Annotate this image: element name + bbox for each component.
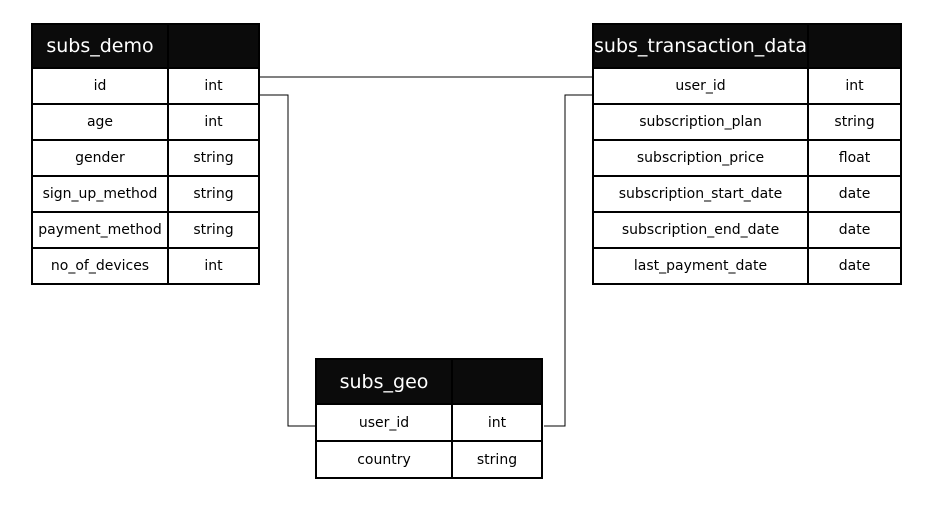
field-row: user_id int (591, 67, 903, 105)
entity-subs-transaction-data: subs_transaction_data user_id int subscr… (591, 23, 903, 285)
field-type: string (167, 175, 260, 213)
field-row: no_of_devices int (31, 247, 260, 285)
field-name: subscription_plan (591, 103, 810, 141)
field-name: age (31, 103, 169, 141)
field-type: string (167, 211, 260, 249)
field-row: id int (31, 67, 260, 105)
entity-header: subs_demo (31, 23, 260, 69)
field-name: subscription_start_date (591, 175, 810, 213)
field-type: int (167, 67, 260, 105)
field-name: last_payment_date (591, 247, 810, 285)
entity-title: subs_transaction_data (591, 23, 810, 69)
entity-header-blank (807, 23, 903, 69)
field-name: user_id (315, 403, 453, 442)
field-type: string (807, 103, 903, 141)
field-name: sign_up_method (31, 175, 169, 213)
field-name: gender (31, 139, 169, 177)
field-row: gender string (31, 139, 260, 177)
field-type: float (807, 139, 903, 177)
field-type: string (451, 440, 543, 479)
field-type: string (167, 139, 260, 177)
field-row: subscription_end_date date (591, 211, 903, 249)
entity-header: subs_transaction_data (591, 23, 903, 69)
field-name: id (31, 67, 169, 105)
field-row: subscription_plan string (591, 103, 903, 141)
field-name: country (315, 440, 453, 479)
field-name: subscription_price (591, 139, 810, 177)
field-name: payment_method (31, 211, 169, 249)
field-row: subscription_price float (591, 139, 903, 177)
field-type: date (807, 247, 903, 285)
connector-transaction-user-id-to-geo-user-id (544, 94, 592, 427)
field-row: last_payment_date date (591, 247, 903, 285)
entity-title: subs_demo (31, 23, 169, 69)
entity-header-blank (451, 358, 543, 405)
entity-header-blank (167, 23, 260, 69)
field-type: int (167, 247, 260, 285)
entity-subs-demo: subs_demo id int age int gender string s… (31, 23, 260, 285)
field-row: sign_up_method string (31, 175, 260, 213)
field-row: country string (315, 440, 543, 479)
entity-header: subs_geo (315, 358, 543, 405)
field-name: subscription_end_date (591, 211, 810, 249)
entity-subs-geo: subs_geo user_id int country string (315, 358, 543, 479)
field-type: date (807, 175, 903, 213)
field-row: age int (31, 103, 260, 141)
field-type: date (807, 211, 903, 249)
entity-title: subs_geo (315, 358, 453, 405)
field-type: int (451, 403, 543, 442)
connector-demo-id-to-geo-user-id (260, 94, 316, 427)
field-row: subscription_start_date date (591, 175, 903, 213)
field-type: int (167, 103, 260, 141)
field-row: payment_method string (31, 211, 260, 249)
field-type: int (807, 67, 903, 105)
field-row: user_id int (315, 403, 543, 442)
field-name: user_id (591, 67, 810, 105)
field-name: no_of_devices (31, 247, 169, 285)
